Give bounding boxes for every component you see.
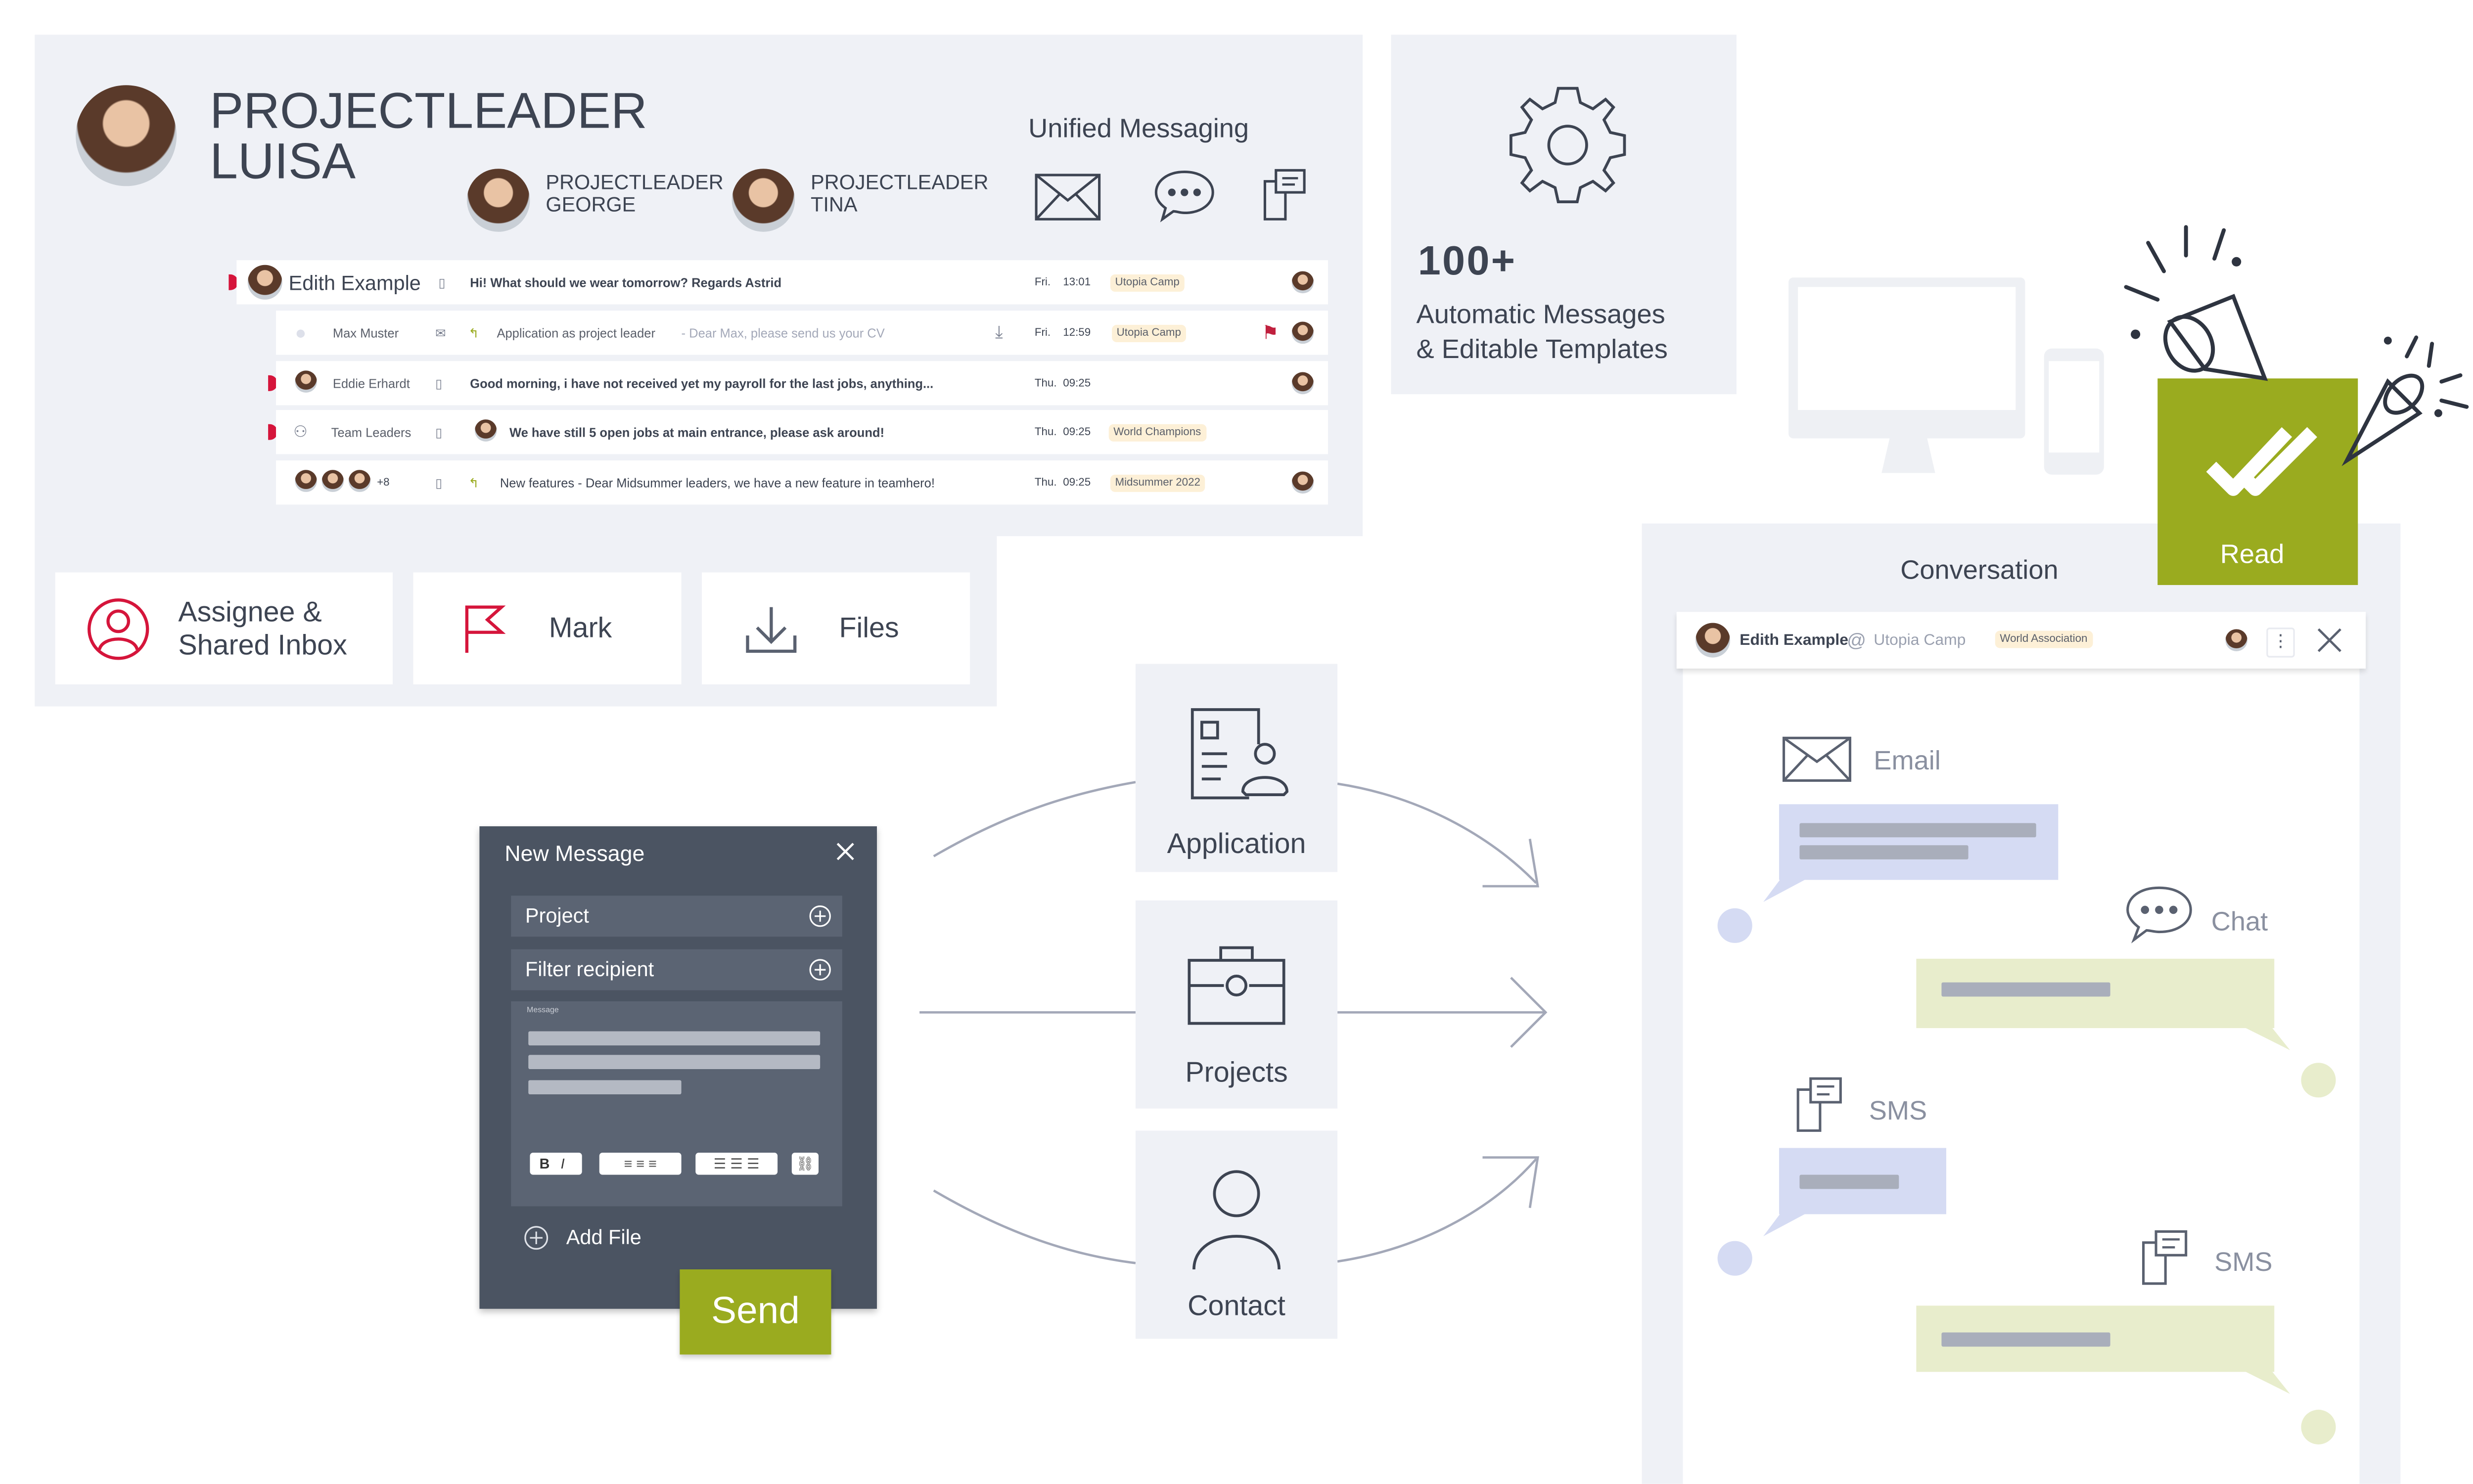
list-buttons[interactable]: ☰ ☰ ☰ [695,1153,778,1175]
chat-bubble [1916,958,2275,1029]
avatar-luisa [76,85,177,186]
person-icon [1192,1170,1281,1270]
link-icon[interactable]: ⛓ [791,1153,819,1175]
group-icon: ⚇ [293,423,308,441]
download-icon[interactable]: ⤓ [995,322,1003,342]
user-circle-icon [87,597,149,659]
plus-circle-icon[interactable] [524,1225,549,1251]
application-card: Application [1135,664,1338,872]
recipient-dot [2301,1409,2336,1444]
chat-label: Chat [2211,906,2268,937]
chat-icon: ▯ [435,376,443,391]
contact-card: Contact [1135,1130,1338,1339]
sms-icon [1796,1077,1842,1132]
assignee-card: Assignee &Shared Inbox [55,572,393,684]
megaphone-icon [2124,225,2469,466]
close-icon[interactable] [836,842,855,861]
sms-icon [1263,169,1306,221]
envelope-icon [1035,174,1101,221]
monitor-illustration [1788,277,2025,439]
sms-bubble [1916,1305,2275,1372]
chat-icon: ▯ [435,475,443,490]
read-badge: Read [2157,378,2358,585]
filter-recipient-field[interactable]: Filter recipient [511,949,842,990]
inbox-row[interactable]: ⚇ Team Leaders ▯ We have still 5 open jo… [276,410,1328,454]
send-button[interactable]: Send [680,1269,831,1355]
unread-indicator [268,424,278,440]
inbox-row[interactable]: Edith Example ▯ Hi! What should we wear … [236,260,1328,305]
avatar-tina [732,169,795,232]
close-icon[interactable] [2317,628,2342,653]
add-file-button[interactable]: Add File [566,1225,641,1249]
sms-label: SMS [1869,1096,1927,1126]
sms-icon [2142,1230,2188,1285]
title-line2: LUISA [210,132,356,189]
flag-icon[interactable]: ⚑ [1262,321,1279,344]
chat-icon: ▯ [435,425,443,440]
chat-icon [1154,171,1214,223]
application-icon [1191,708,1288,800]
align-buttons[interactable]: ≡ ≡ ≡ [599,1153,682,1175]
email-bubble [1779,804,2059,880]
templates-text: Automatic Messages& Editable Templates [1416,299,1668,364]
phone-illustration [2044,348,2104,475]
flag-icon [465,604,506,652]
briefcase-icon [1188,946,1285,1025]
double-check-icon [2206,427,2317,496]
templates-panel [1391,35,1737,395]
page-title: PROJECTLEADER LUISA [210,85,647,186]
sms-bubble [1779,1148,1946,1214]
sender-dot [1717,908,1752,943]
conversation-title: Conversation [1900,555,2059,585]
person-placeholder-icon: ● [295,321,307,344]
recipient-dot [2301,1063,2336,1098]
envelope-icon: ✉ [435,325,446,340]
sender-dot [1717,1241,1752,1276]
email-label: Email [1874,746,1941,776]
gear-icon [1510,87,1626,204]
inbox-row[interactable]: Eddie Erhardt ▯ Good morning, i have not… [276,361,1328,405]
unread-indicator [268,375,278,391]
reply-icon: ↰ [468,325,479,340]
sms-label: SMS [2214,1247,2273,1277]
avatar-george [466,169,530,232]
plus-circle-icon[interactable] [809,905,831,927]
inbox-row[interactable]: ● Max Muster ✉ ↰ Application as project … [276,311,1328,355]
new-message-dialog: New Message Project Filter recipient Mes… [479,826,877,1309]
title-line1: PROJECTLEADER [210,82,647,139]
inbox-row[interactable]: +8 ▯ ↰ New features - Dear Midsummer lea… [276,460,1328,505]
templates-count: 100+ [1418,236,1517,284]
unread-indicator [229,274,238,290]
more-options-button[interactable]: ⋮ [2266,628,2295,658]
reply-icon: ↰ [468,475,479,490]
projects-card: Projects [1135,900,1338,1109]
plus-circle-icon[interactable] [809,959,831,981]
email-icon [1782,736,1852,782]
project-field[interactable]: Project [511,896,842,937]
mark-card: Mark [413,572,682,684]
files-card: Files [702,572,970,684]
dialog-title: New Message [504,840,645,866]
conversation-header: Edith Example @ Utopia Camp World Associ… [1676,612,2366,669]
download-icon [746,606,797,652]
unified-messaging-title: Unified Messaging [1028,113,1249,144]
chat-icon [2126,886,2192,944]
sms-icon: ▯ [438,275,446,290]
